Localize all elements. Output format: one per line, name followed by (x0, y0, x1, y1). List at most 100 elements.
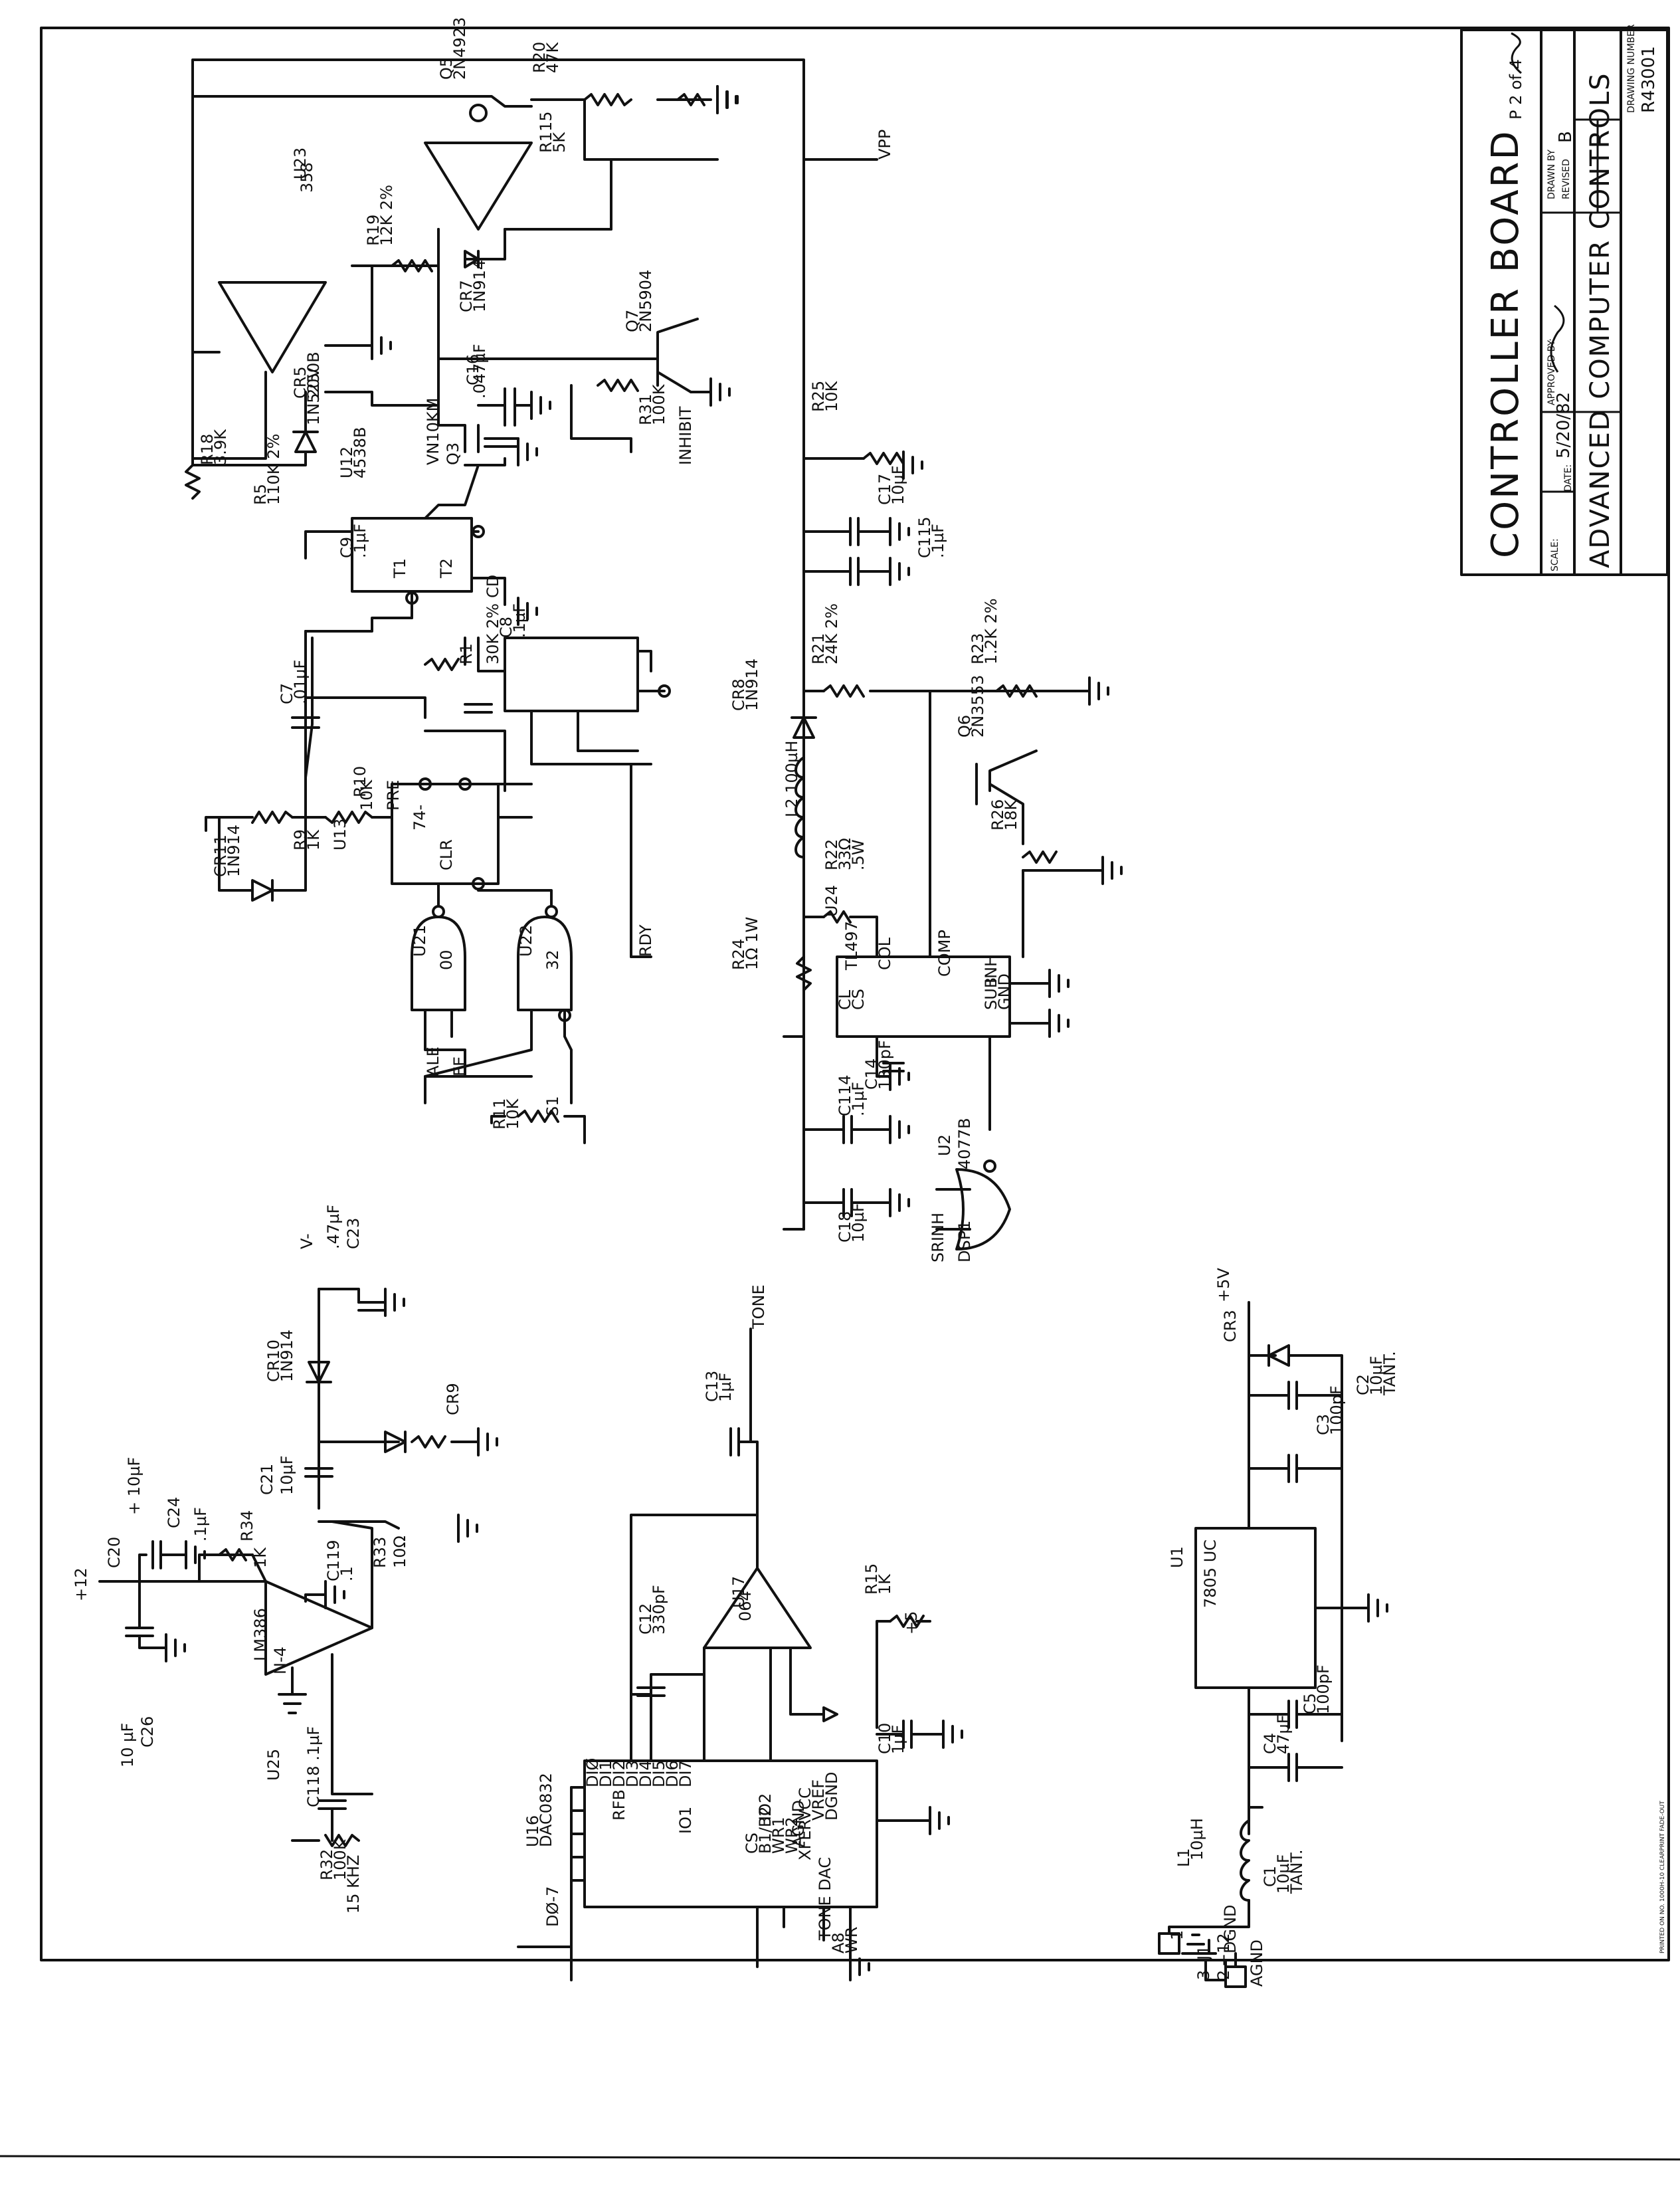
component-label: 10 µF (118, 1723, 137, 1767)
component-label: CLR (437, 839, 456, 870)
component-label: CR3 (1221, 1310, 1240, 1342)
component-label: R115 (537, 112, 555, 153)
component-label: C4 (1261, 1733, 1279, 1754)
component-label: C20 (105, 1537, 124, 1568)
component-label: .047µF (470, 344, 489, 399)
component-label: 1K (304, 829, 323, 850)
component-label: DI6 (663, 1760, 682, 1787)
title-text: CONTROLLER BOARD (1484, 129, 1527, 558)
component-label: RDY (636, 924, 655, 957)
component-label: C16 (464, 354, 482, 385)
component-label: U13 (331, 819, 349, 850)
component-label: GND (995, 973, 1014, 1010)
component-label: C12 (636, 1603, 655, 1635)
component-label: DGND (1221, 1904, 1240, 1953)
component-label: AGND (1248, 1940, 1266, 1987)
component-label: 1N5250B (304, 351, 323, 425)
component-label: 32 (543, 949, 562, 970)
vpp-regulator-circuit (185, 58, 878, 500)
component-label: DØ-7 (543, 1886, 562, 1927)
component-label: 1µF (889, 1725, 907, 1754)
component-label: R34 (238, 1510, 256, 1542)
component-label: 064 (736, 1591, 755, 1621)
component-label: +5 (902, 1611, 921, 1635)
component-label: R23 (969, 633, 987, 664)
component-label: R1 (457, 643, 476, 664)
component-label: DGND (822, 1771, 841, 1821)
component-label: VPP (876, 130, 894, 159)
component-label: C3 (1314, 1414, 1333, 1435)
component-label: R9 (291, 829, 310, 850)
component-label: 1N914 (225, 825, 243, 877)
component-label: U25 (264, 1749, 283, 1781)
component-label: DIØ (583, 1758, 602, 1787)
component-label: 2N5904 (636, 270, 655, 332)
component-label: C13 (703, 1371, 721, 1402)
component-label: U22 (517, 925, 535, 957)
component-label: V- (298, 1233, 316, 1249)
scan-edge-line (0, 2155, 1680, 2161)
component-label: ALE (424, 1047, 442, 1076)
component-label: 10µF (278, 1455, 296, 1495)
component-label: 00 (437, 949, 456, 970)
component-label: 10Ω (391, 1536, 409, 1568)
component-label: 1µF (716, 1373, 735, 1402)
component-label: R10 (351, 766, 369, 797)
component-label: + 10µF (125, 1457, 143, 1515)
component-label: INHIBIT (676, 406, 695, 465)
component-label: S1 (543, 1096, 562, 1116)
component-label: 47µF (1274, 1714, 1293, 1754)
approval-signature (1550, 304, 1565, 373)
component-label: C1 (1261, 1866, 1279, 1887)
component-label: 330pF (650, 1585, 668, 1635)
component-label: DI2 (610, 1760, 628, 1787)
component-label: TONE DAC (816, 1857, 834, 1941)
component-label: 20V (304, 367, 323, 399)
component-label: Q5 (437, 57, 456, 80)
component-label: U24 (822, 885, 841, 917)
component-label: Q7 (623, 310, 642, 332)
component-label: C9 (337, 537, 356, 558)
component-label: B1/B2 (756, 1806, 775, 1854)
lm386-audio-amplifier (98, 1288, 480, 1847)
component-label: 5K (550, 132, 569, 153)
drawing-number: R43001 (1639, 46, 1659, 113)
component-label: WR (842, 1927, 861, 1953)
drawing-number-label: DRAWING NUMBER (1626, 24, 1637, 113)
component-label: R22 (822, 839, 841, 870)
component-label: L1 (1174, 1848, 1193, 1867)
component-label: 30K 2% (484, 603, 502, 664)
component-label: R26 (988, 799, 1007, 831)
component-label: COL (876, 937, 894, 970)
company-name: ADVANCED COMPUTER CONTROLS (1585, 72, 1616, 568)
component-label: AGND (789, 1800, 808, 1847)
component-label: 12K 2% (377, 185, 396, 246)
component-label: C23 (344, 1218, 363, 1249)
component-label: C7 (278, 683, 296, 704)
component-label: CR7 (457, 280, 476, 312)
component-label: C26 (138, 1716, 157, 1747)
component-label: IO2 (756, 1793, 775, 1821)
component-label: +12 (1214, 1933, 1233, 1967)
component-label: R19 (364, 215, 383, 246)
component-label: C10 (876, 1723, 894, 1754)
component-label: C119 (324, 1540, 343, 1581)
component-label: COMP (935, 930, 954, 977)
component-label: R20 (530, 42, 549, 73)
component-label: EE (450, 1056, 469, 1076)
component-label: 110K 2% (264, 434, 283, 505)
component-label: 10µH (1188, 1818, 1206, 1860)
component-label: U17 (729, 1576, 748, 1608)
component-label: DI5 (650, 1760, 668, 1787)
component-label: C21 (258, 1464, 276, 1495)
component-label: T2 (437, 558, 456, 579)
component-label: C118 .1µF (304, 1726, 323, 1807)
component-label: C24 (165, 1497, 183, 1528)
component-label: 10µF (1367, 1355, 1386, 1395)
component-label: 100K (650, 383, 668, 425)
component-label: CL (836, 989, 854, 1010)
component-label: Q3 (444, 443, 462, 465)
component-label: .1µF (191, 1507, 210, 1542)
